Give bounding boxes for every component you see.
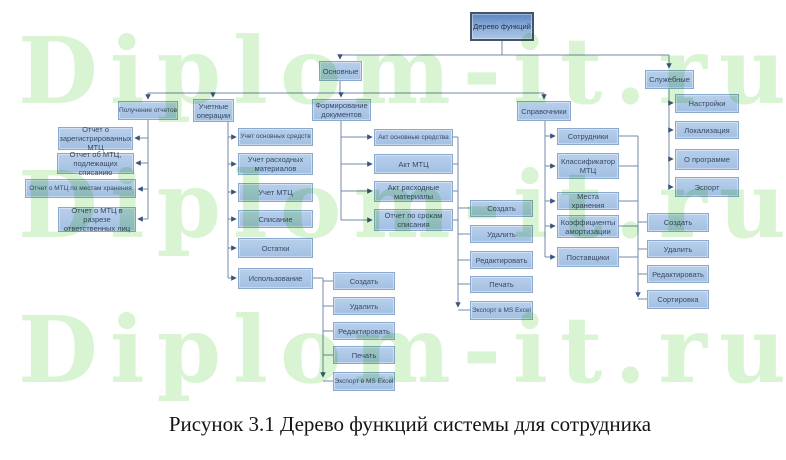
node-main-branch: Основные: [319, 61, 362, 81]
node-service-settings: Настройки: [675, 94, 739, 113]
node-doc-action-export-excel: Экспорт в MS Excel: [470, 301, 533, 320]
node-usage-action-create: Создать: [333, 272, 395, 290]
node-usage-action-delete: Удалить: [333, 297, 395, 315]
node-report-registered-mtc: Отчет о зарегистрированных МТЦ: [58, 125, 133, 152]
node-doc-action-create: Создать: [470, 200, 533, 217]
node-doc-action-delete: Удалить: [470, 225, 533, 243]
node-service-localization: Локализация: [675, 121, 739, 139]
node-acc-fixed-assets: Учет основных средств: [238, 128, 313, 146]
node-acc-usage: Использование: [238, 268, 313, 289]
node-dir-storage-places: Места хранения: [557, 192, 619, 210]
node-doc-mtc-act: Акт МТЦ: [374, 154, 453, 174]
node-dir-amortization-coefficients: Коэффициенты амортизации: [557, 215, 619, 238]
node-doc-writeoff-terms-report: Отчет по срокам списания: [374, 209, 453, 231]
node-doc-consumables-act: Акт расходные материалы: [374, 181, 453, 202]
node-dir-employees: Сотрудники: [557, 128, 619, 145]
node-function-tree-root: Дерево функций: [470, 12, 534, 41]
node-group-directories: Справочники: [517, 101, 571, 121]
node-dir-action-edit: Редактировать: [647, 265, 709, 283]
node-dir-action-create: Создать: [647, 213, 709, 232]
node-doc-action-edit: Редактировать: [470, 251, 533, 269]
node-dir-action-sort: Сортировка: [647, 290, 709, 309]
node-dir-suppliers: Поставщики: [557, 247, 619, 267]
node-service-branch: Служебные: [645, 70, 694, 89]
node-dir-mtc-classifier: Классификатор МТЦ: [557, 153, 619, 179]
node-acc-mtc: Учет МТЦ: [238, 183, 313, 202]
figure-caption: Рисунок 3.1 Дерево функций системы для с…: [168, 412, 652, 436]
node-doc-action-print: Печать: [470, 276, 533, 293]
node-dir-action-delete: Удалить: [647, 240, 709, 258]
node-usage-action-edit: Редактировать: [333, 322, 395, 340]
node-service-about: О программе: [675, 149, 739, 170]
node-group-reports: Получение отчетов: [118, 101, 178, 120]
node-report-storage-places: Отчет о МТЦ по местам хранения: [25, 179, 136, 198]
node-acc-remainders: Остатки: [238, 238, 313, 258]
node-doc-fixed-assets-act: Акт основные средства: [374, 129, 453, 146]
node-report-responsible-persons: Отчет о МТЦ в разрезе ответственных лиц: [58, 206, 136, 233]
node-group-accounting-ops: Учетные операции: [193, 99, 234, 122]
node-usage-action-export-excel: Экспорт в MS Excel: [333, 372, 395, 391]
node-acc-consumables: Учет расходных материалов: [238, 153, 313, 175]
node-service-export: Эспорт: [675, 177, 739, 197]
node-group-doc-generation: Формирование документов: [312, 99, 371, 121]
node-report-writeoff-mtc: Отчет об МТЦ, подлежащих списанию: [57, 150, 134, 177]
node-usage-action-print: Печать: [333, 346, 395, 364]
node-acc-writeoff: Списание: [238, 210, 313, 228]
